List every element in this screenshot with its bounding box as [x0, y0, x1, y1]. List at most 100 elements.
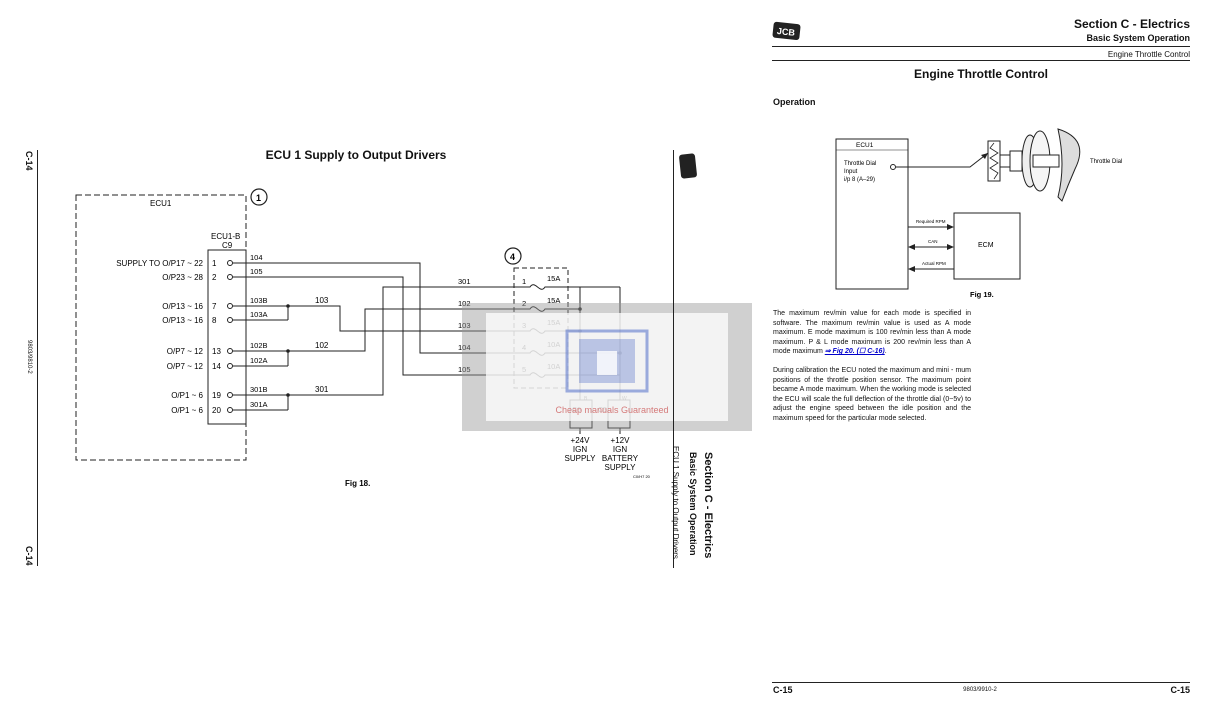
footer-doc-code: 9803/9910-2	[963, 687, 997, 693]
small-ref: C0/H7 20	[633, 474, 651, 479]
throttle-dial-knob	[1057, 128, 1081, 202]
pin-signal-label: O/P1 ~ 6	[171, 391, 203, 400]
pin-number: 2	[212, 273, 217, 282]
relay-c6-supply-2: IGN	[573, 445, 587, 454]
pin-wire-label: 103A	[250, 310, 268, 319]
wire-label-301: 301	[315, 385, 329, 394]
callout-4: 4	[510, 252, 515, 262]
operation-heading: Operation	[773, 97, 816, 107]
pin-number: 14	[212, 362, 221, 371]
fuse-number: 1	[522, 277, 526, 286]
pin-terminal	[227, 274, 233, 280]
fuse-rating: 15A	[547, 296, 560, 305]
header-rule-2	[772, 60, 1190, 61]
throttle-dial-label: Throttle Dial	[1090, 159, 1122, 165]
wire-label-103: 103	[315, 296, 329, 305]
side-subtitle: ECU 1 Supply to Output Drivers	[671, 446, 680, 559]
footer-page-right: C-15	[1170, 685, 1190, 695]
ecu1-box-label: ECU1	[150, 199, 172, 208]
pin-wire-label: 103B	[250, 296, 268, 305]
pin-number: 7	[212, 302, 217, 311]
fuse-wire-label: 104	[458, 343, 471, 352]
actual-rpm-label: Actual RPM	[922, 261, 946, 266]
pin-number: 1	[212, 259, 217, 268]
pin-wire-label: 104	[250, 253, 263, 262]
pin-wire-label: 301A	[250, 400, 268, 409]
footer-page-left: C-15	[773, 685, 793, 695]
connector-label: ECU1-B	[211, 232, 240, 241]
required-rpm-label: Required RPM	[916, 219, 946, 224]
pin-signal-label: O/P1 ~ 6	[171, 406, 203, 415]
paragraph-1-end: .	[884, 348, 887, 356]
fuse-symbol	[515, 306, 560, 312]
pin-number: 13	[212, 347, 221, 356]
pin-terminal	[227, 407, 233, 413]
pin-number: 19	[212, 391, 221, 400]
paragraph-1: The maximum rev/min value for each mode …	[773, 309, 971, 357]
watermark-text: Cheap manuals Guaranteed	[555, 405, 669, 415]
right-jcb-logo-text: JCB	[776, 26, 795, 38]
potentiometer	[987, 140, 1001, 182]
page-title: Engine Throttle Control	[914, 67, 1048, 81]
watermark: Cheap manuals Guaranteed	[462, 303, 752, 431]
relay-c6-supply-3: SUPPLY	[565, 454, 597, 463]
fuse-wire-label: 103	[458, 321, 471, 330]
throttle-input-1: Throttle Dial	[844, 161, 876, 167]
fig-18-caption: Fig 18.	[345, 479, 370, 488]
pin-terminal	[227, 303, 233, 309]
relay-c5-supply-1: +12V	[611, 436, 631, 445]
throttle-input-3: i/p 8 (A–29)	[844, 177, 875, 183]
pin-wire-label: 102B	[250, 341, 268, 350]
can-label: CAN	[928, 239, 938, 244]
left-margin-rule	[37, 150, 38, 566]
section-title: Section C - Electrics	[1073, 17, 1190, 31]
fuse-wire-label: 102	[458, 299, 471, 308]
pin-number: 8	[212, 316, 217, 325]
throttle-ecu-box	[835, 138, 909, 290]
throttle-diagram: ECU1 Throttle Dial Input i/p 8 (A–29) Th…	[835, 128, 1122, 299]
pin-signal-label: SUPPLY TO O/P17 ~ 22	[116, 259, 203, 268]
pin-terminal	[227, 348, 233, 354]
fuse-number: 2	[522, 299, 526, 308]
page-number-bottom: C-14	[24, 546, 34, 566]
pin-wire-label: 301B	[250, 385, 268, 394]
relay-c5-supply-4: SUPPLY	[605, 463, 637, 472]
pin-signal-label: O/P7 ~ 12	[167, 347, 204, 356]
pin-terminal	[227, 317, 233, 323]
pin-wire-label: 102A	[250, 356, 268, 365]
pin-signal-label: O/P23 ~ 28	[162, 273, 203, 282]
watermark-logo	[557, 327, 657, 397]
side-basic-operation: Basic System Operation	[688, 452, 698, 556]
basic-system-operation: Basic System Operation	[1086, 33, 1190, 43]
right-jcb-logo: JCB	[772, 20, 802, 42]
relay-c5-supply-2: IGN	[613, 445, 627, 454]
fuse-wire-label: 301	[458, 277, 471, 286]
side-section-title: Section C - Electrics	[702, 452, 714, 559]
callout-4-circle	[504, 247, 522, 265]
footer-rule	[772, 682, 1190, 683]
fuse-rating: 15A	[547, 274, 560, 283]
pin-signal-label: O/P7 ~ 12	[167, 362, 204, 371]
wire-label-102: 102	[315, 341, 329, 350]
header-rule	[772, 46, 1190, 47]
pin-terminal	[227, 363, 233, 369]
callout-1: 1	[256, 193, 261, 203]
left-page-side-rule	[673, 150, 674, 568]
fig-20-link[interactable]: ⇒ Fig 20. (☐ C-16)	[824, 348, 885, 356]
left-jcb-logo: JCB	[678, 136, 698, 179]
relay-c5-supply-3: BATTERY	[602, 454, 639, 463]
pin-terminal	[227, 392, 233, 398]
connector-sub: C9	[222, 241, 233, 250]
pin-signal-label: O/P13 ~ 16	[162, 316, 203, 325]
throttle-ecu-label: ECU1	[856, 142, 874, 149]
header-subheading: Engine Throttle Control	[1107, 50, 1190, 59]
relay-c6-supply-1: +24V	[571, 436, 591, 445]
pin-signal-label: O/P13 ~ 16	[162, 302, 203, 311]
callout-1-circle	[250, 188, 268, 206]
paragraph-1-text: The maximum rev/min value for each mode …	[773, 310, 971, 356]
fig-19-caption: Fig 19.	[970, 290, 994, 299]
ecm-label: ECM	[978, 242, 994, 249]
fuse-symbol	[515, 284, 560, 290]
paragraph-2: During calibration the ECU noted the max…	[773, 367, 971, 422]
